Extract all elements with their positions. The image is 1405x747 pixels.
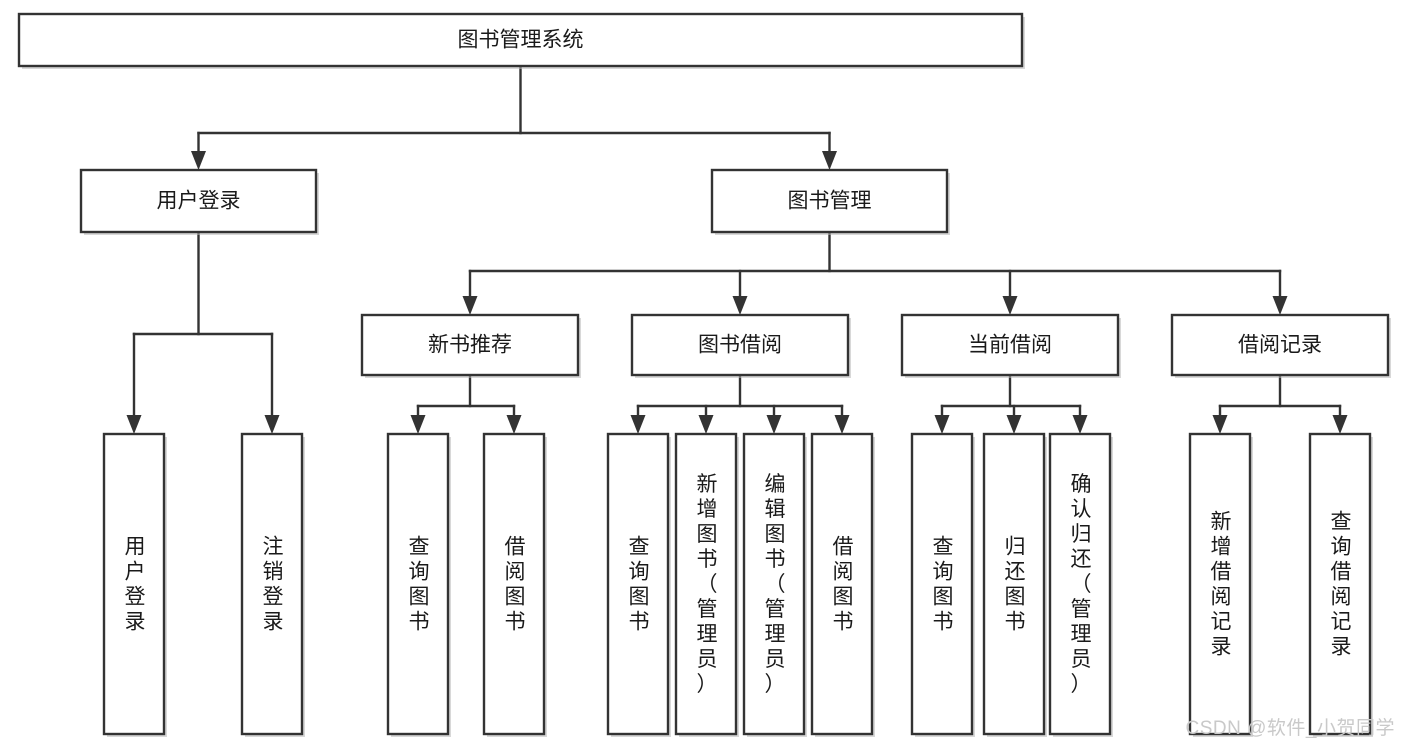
node-level2[interactable]: 图书借阅 [630, 313, 851, 378]
node-leaf[interactable]: 注销登录 [240, 432, 305, 737]
node-leaf[interactable]: 用户登录 [102, 432, 167, 737]
node-label: 图书管理 [788, 190, 872, 213]
node-rect[interactable] [1308, 432, 1372, 736]
node-label: 图书借阅 [698, 334, 782, 357]
node-label: 借阅图书 [505, 536, 526, 634]
node-root[interactable]: 图书管理系统 [17, 12, 1025, 69]
node-rect[interactable] [606, 432, 670, 736]
node-label: 借阅记录 [1238, 334, 1322, 357]
node-leaf[interactable]: 查询图书 [910, 432, 975, 737]
node-rect[interactable] [17, 12, 1024, 68]
node-rect[interactable] [630, 313, 850, 377]
node-level1[interactable]: 图书管理 [710, 168, 950, 235]
node-label: 当前借阅 [968, 334, 1052, 357]
node-label: 查询借阅记录 [1331, 511, 1352, 659]
node-rect[interactable] [240, 432, 304, 736]
node-leaf[interactable]: 新增图书（管理员） [674, 432, 739, 737]
node-level2[interactable]: 借阅记录 [1170, 313, 1391, 378]
node-label: 图书管理系统 [458, 29, 584, 52]
node-label: 查询图书 [933, 536, 954, 634]
node-rect[interactable] [910, 432, 974, 736]
node-rect[interactable] [1048, 432, 1112, 736]
node-leaf[interactable]: 查询图书 [386, 432, 451, 737]
node-leaf[interactable]: 查询借阅记录 [1308, 432, 1373, 737]
node-rect[interactable] [482, 432, 546, 736]
node-leaf[interactable]: 新增借阅记录 [1188, 432, 1253, 737]
node-rect[interactable] [900, 313, 1120, 377]
node-rect[interactable] [742, 432, 806, 736]
node-label: 用户登录 [157, 190, 241, 213]
node-level2[interactable]: 新书推荐 [360, 313, 581, 378]
node-label: 用户登录 [125, 536, 146, 634]
node-label: 新书推荐 [428, 334, 512, 357]
node-rect[interactable] [102, 432, 166, 736]
node-label: 借阅图书 [833, 536, 854, 634]
node-label: 查询图书 [629, 536, 650, 634]
node-layer: 图书管理系统用户登录图书管理新书推荐图书借阅当前借阅借阅记录用户登录注销登录查询… [17, 12, 1391, 737]
node-label: 确认归还（管理员） [1071, 473, 1092, 696]
node-rect[interactable] [810, 432, 874, 736]
node-leaf[interactable]: 编辑图书（管理员） [742, 432, 807, 737]
csdn-watermark: CSDN @软件_小贺同学 [1185, 718, 1395, 739]
node-label: 注销登录 [263, 536, 284, 634]
node-rect[interactable] [1170, 313, 1390, 377]
node-rect[interactable] [982, 432, 1046, 736]
node-leaf[interactable]: 确认归还（管理员） [1048, 432, 1113, 737]
node-level1[interactable]: 用户登录 [79, 168, 319, 235]
node-rect[interactable] [674, 432, 738, 736]
node-rect[interactable] [360, 313, 580, 377]
connector-layer [126, 64, 1348, 434]
node-rect[interactable] [79, 168, 318, 234]
node-rect[interactable] [386, 432, 450, 736]
node-leaf[interactable]: 借阅图书 [482, 432, 547, 737]
node-label: 归还图书 [1005, 536, 1026, 634]
node-label: 新增借阅记录 [1211, 511, 1232, 659]
node-label: 查询图书 [409, 536, 430, 634]
node-leaf[interactable]: 借阅图书 [810, 432, 875, 737]
node-label: 新增图书（管理员） [697, 473, 718, 696]
node-leaf[interactable]: 查询图书 [606, 432, 671, 737]
node-leaf[interactable]: 归还图书 [982, 432, 1047, 737]
node-level2[interactable]: 当前借阅 [900, 313, 1121, 378]
node-rect[interactable] [710, 168, 949, 234]
node-rect[interactable] [1188, 432, 1252, 736]
node-label: 编辑图书（管理员） [765, 473, 786, 696]
